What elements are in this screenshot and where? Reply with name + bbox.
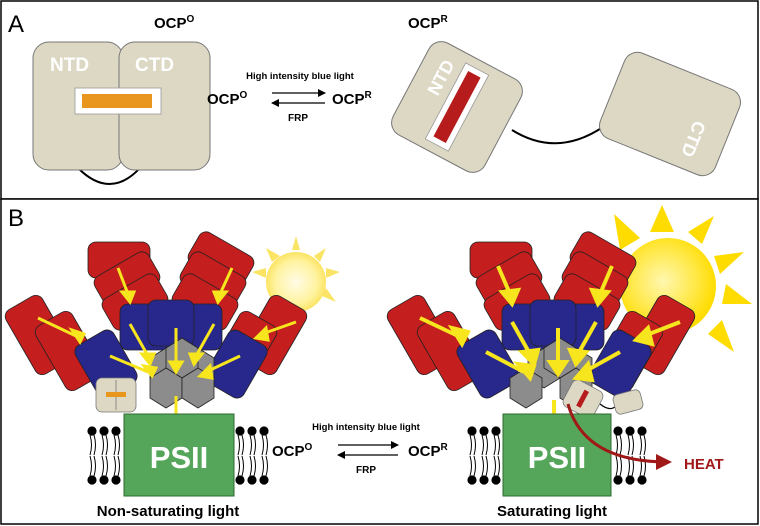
- heat-label: HEAT: [684, 456, 724, 473]
- energy-arrows-left: [37, 267, 297, 439]
- red-carotenoid: [433, 71, 481, 143]
- panel-a-label: A: [8, 11, 24, 38]
- ntd-label: NTD: [50, 55, 89, 76]
- b-reaction-reverse-label: FRP: [356, 465, 376, 476]
- phycobilisome-rod: [386, 231, 696, 399]
- panel-b-reaction: High intensity blue light OCPO OCPR FRP: [272, 422, 449, 476]
- b-reaction-forward-label: High intensity blue light: [312, 422, 421, 433]
- ocp-orange-bound: [95, 377, 137, 413]
- membrane-right: PSII: [467, 413, 647, 497]
- ocp-r-title: OCPR: [408, 14, 449, 32]
- panel-a: A OCPO NTD CTD High intensity blue light…: [0, 0, 759, 200]
- energy-arrows-right: [419, 265, 681, 440]
- panel-a-reaction: High intensity blue light OCPO OCPR FRP: [207, 71, 373, 124]
- ctd-domain-red: CTD: [599, 51, 741, 177]
- orange-carotenoid: [82, 94, 152, 108]
- psii-left: [123, 413, 235, 497]
- ocp-o-title: OCPO: [154, 14, 195, 32]
- b-reaction-ocp-r: OCPR: [408, 442, 449, 460]
- reaction-forward-label: High intensity blue light: [246, 71, 355, 82]
- reaction-ocp-r: OCPR: [332, 90, 373, 108]
- membrane-left: PSII: [87, 413, 269, 497]
- ctd-label: CTD: [135, 55, 174, 76]
- psii-left-label: PSII: [150, 440, 209, 475]
- caption-saturating: Saturating light: [497, 503, 607, 520]
- antenna-left: [4, 231, 308, 413]
- ocp-orange-protein: NTD CTD: [32, 41, 211, 185]
- reaction-reverse-label: FRP: [288, 113, 308, 124]
- caption-non-saturating: Non-saturating light: [97, 503, 240, 520]
- heat-arrow: [566, 403, 672, 470]
- psii-right-label: PSII: [528, 440, 587, 475]
- ocp-red-bound: [562, 379, 644, 419]
- psii-right: [502, 413, 612, 497]
- b-reaction-ocp-o: OCPO: [272, 442, 313, 460]
- ocp-red-protein: NTD CTD: [391, 41, 741, 177]
- ntd-domain-red: NTD: [391, 41, 523, 173]
- panel-b-label: B: [8, 205, 24, 232]
- panel-b: B: [0, 198, 759, 525]
- reaction-ocp-o: OCPO: [207, 90, 248, 108]
